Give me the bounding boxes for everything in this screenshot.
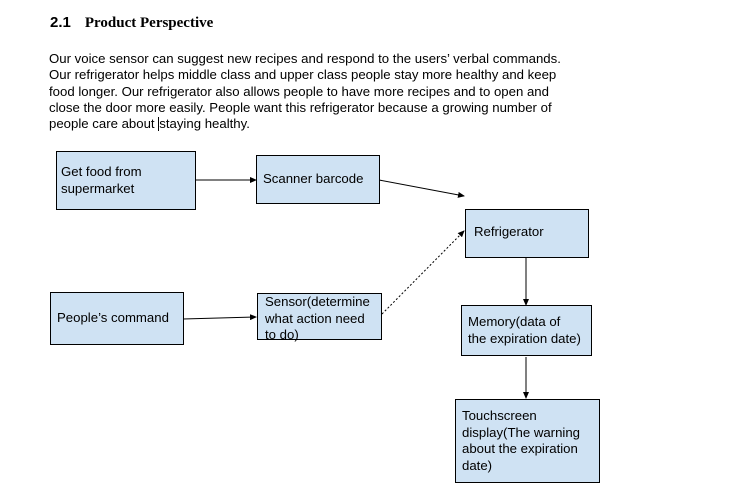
- section-heading: 2.1 Product Perspective: [50, 14, 213, 32]
- paragraph-line: Our voice sensor can suggest new recipes…: [49, 51, 561, 66]
- box-label: the expiration date): [468, 330, 581, 346]
- peoples-command-box: People’s command: [50, 292, 184, 345]
- body-paragraph: Our voice sensor can suggest new recipes…: [49, 51, 609, 132]
- paragraph-line: food longer. Our refrigerator also allow…: [49, 83, 549, 99]
- box-label: Sensor(determine: [265, 294, 370, 309]
- arrow-command-to-sensor: [182, 314, 257, 321]
- paragraph-line: close the door more easily. People want …: [49, 99, 552, 115]
- box-label: to do): [265, 327, 299, 342]
- box-label: about the expiration: [462, 441, 578, 456]
- paragraph-line: people care about staying healthy.: [49, 116, 609, 132]
- scanner-barcode-box: Scanner barcode: [256, 155, 380, 204]
- section-title: Product Perspective: [84, 15, 214, 31]
- box-label: Touchscreen: [462, 408, 537, 423]
- touchscreen-box: Touchscreen display(The warning about th…: [455, 399, 600, 483]
- refrigerator-box: Refrigerator: [465, 209, 589, 258]
- box-label: Scanner barcode: [263, 171, 364, 187]
- box-label: Refrigerator: [474, 224, 544, 240]
- paragraph-text: people care about: [49, 116, 159, 132]
- box-label: Memory(data of: [468, 314, 561, 329]
- box-label: date): [462, 457, 493, 473]
- box-label: Get food from: [61, 164, 142, 179]
- box-label: People’s command: [57, 310, 169, 326]
- paragraph-text: staying healthy.: [159, 116, 250, 132]
- get-food-box: Get food from supermarket: [56, 151, 196, 210]
- section-number: 2.1: [50, 14, 71, 31]
- memory-box: Memory(data of the expiration date): [461, 305, 592, 356]
- arrow-scanner-to-refrigerator: [378, 179, 465, 198]
- text-cursor: [158, 117, 160, 132]
- arrow-sensor-to-refrigerator: [381, 230, 465, 315]
- sensor-box: Sensor(determine what action need to do): [257, 293, 382, 342]
- paragraph-line: Our refrigerator helps middle class and …: [49, 67, 557, 83]
- box-label: supermarket: [61, 180, 135, 196]
- box-label: display(The warning: [462, 424, 581, 440]
- box-label: what action need: [265, 310, 365, 326]
